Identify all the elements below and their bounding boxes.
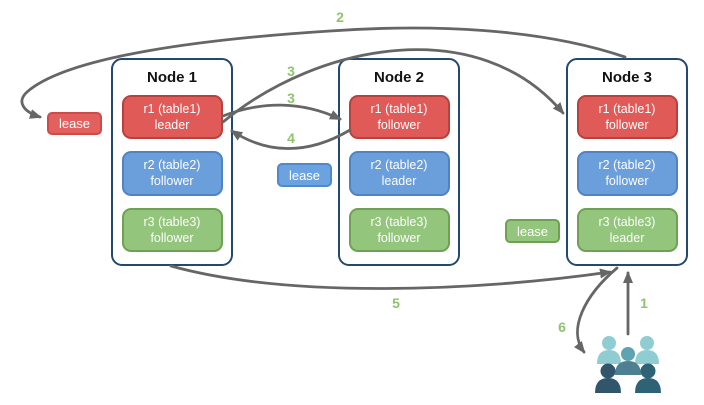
- lease-badge-r2: lease: [277, 163, 332, 187]
- replica-name: r3 (table3): [598, 214, 656, 229]
- step-label-3a: 3: [287, 63, 295, 79]
- replica-role: follower: [377, 118, 421, 133]
- node-3-title: Node 3: [601, 69, 652, 86]
- replica-name: r1 (table1): [598, 101, 656, 116]
- lease-badge-r3: lease: [505, 219, 560, 243]
- node-2-replica-r1: r1 (table1) follower: [348, 95, 450, 140]
- node-3-replica-r1: r1 (table1) follower: [576, 95, 678, 140]
- step-label-2: 2: [336, 9, 344, 25]
- node-3-replica-r2: r2 (table2) follower: [576, 151, 678, 196]
- arrow-step-5: [169, 264, 612, 290]
- replica-name: r1 (table1): [370, 101, 428, 116]
- replica-role: follower: [377, 230, 421, 245]
- node-2-replica-r2: r2 (table2) leader: [348, 151, 450, 196]
- replica-name: r3 (table3): [370, 214, 428, 229]
- node-2: Node 2 r1 (table1) follower r2 (table2) …: [338, 58, 460, 266]
- person-icon: [595, 363, 621, 393]
- node-3-replica-r3: r3 (table3) leader: [576, 207, 678, 252]
- node-1-replica-r2: r2 (table2) follower: [121, 151, 223, 196]
- step-label-6: 6: [558, 319, 566, 335]
- replica-role: follower: [605, 118, 649, 133]
- users-group-icon: [595, 336, 661, 393]
- replica-role: follower: [605, 174, 649, 189]
- arrow-step-3-to-node2: [221, 103, 342, 121]
- step-label-3b: 3: [287, 90, 295, 106]
- arrow-step-6: [573, 266, 619, 354]
- node-2-title: Node 2: [373, 69, 424, 86]
- step-label-5: 5: [392, 295, 400, 311]
- node-1-replica-r3: r3 (table3) follower: [121, 207, 223, 252]
- replica-name: r2 (table2): [598, 158, 656, 173]
- replica-role: leader: [381, 174, 417, 189]
- replica-name: r3 (table3): [143, 214, 201, 229]
- person-icon: [635, 336, 659, 364]
- node-1-title: Node 1: [146, 69, 197, 86]
- person-icon: [615, 347, 641, 375]
- step-label-4: 4: [287, 130, 295, 146]
- replica-role: leader: [154, 118, 190, 133]
- replica-name: r1 (table1): [143, 101, 201, 116]
- person-icon: [635, 363, 661, 393]
- node-1: Node 1 r1 (table1) leader r2 (table2) fo…: [111, 58, 233, 266]
- node-3: Node 3 r1 (table1) follower r2 (table2) …: [566, 58, 688, 266]
- replica-role: follower: [150, 230, 194, 245]
- replica-role: leader: [609, 230, 645, 245]
- step-label-1: 1: [640, 295, 648, 311]
- lease-badge-r1: lease: [47, 112, 102, 135]
- replica-name: r2 (table2): [370, 158, 428, 173]
- person-icon: [597, 336, 621, 364]
- node-1-replica-r1: r1 (table1) leader: [121, 95, 223, 140]
- replica-name: r2 (table2): [143, 158, 201, 173]
- replica-role: follower: [150, 174, 194, 189]
- node-2-replica-r3: r3 (table3) follower: [348, 207, 450, 252]
